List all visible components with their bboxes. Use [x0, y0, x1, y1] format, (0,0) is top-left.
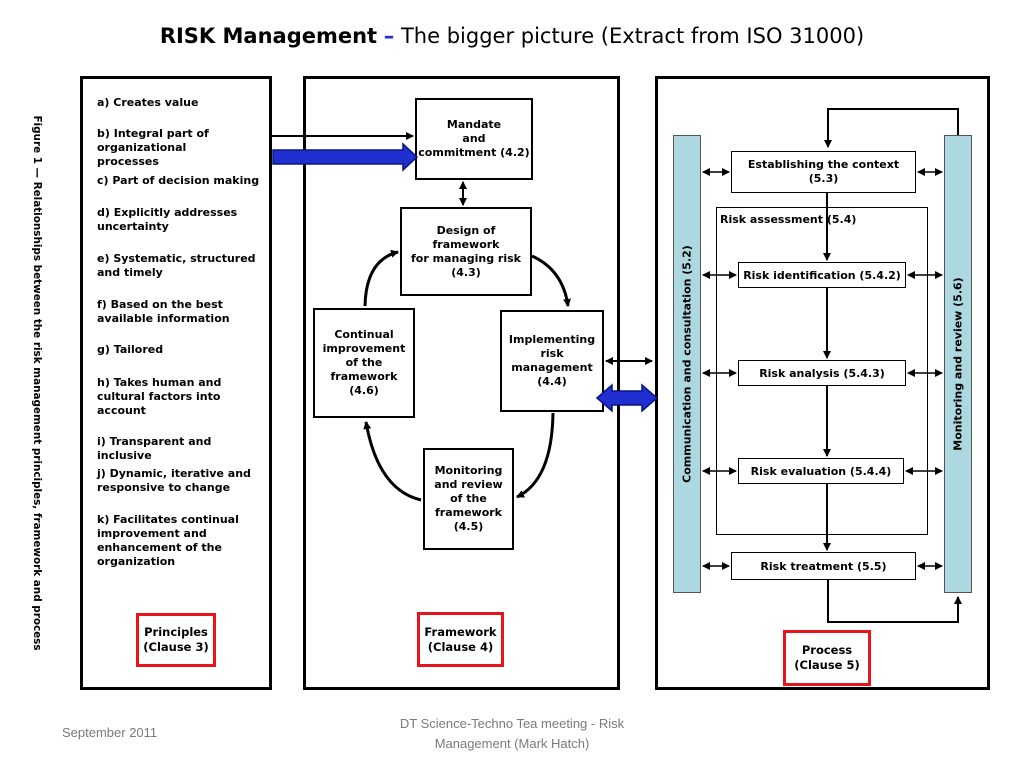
principle-item: f) Based on the best available informati… [97, 298, 230, 325]
establishing-context-box: Establishing the context (5.3) [731, 151, 916, 193]
risk-analysis-box: Risk analysis (5.4.3) [738, 360, 906, 386]
principle-item: b) Integral part of organizational proce… [97, 127, 209, 168]
principle-item: a) Creates value [97, 96, 199, 109]
design-box: Design of framework for managing risk (4… [400, 207, 532, 296]
risk-identification-box: Risk identification (5.4.2) [738, 262, 906, 288]
principle-item: i) Transparent and inclusive [97, 435, 212, 462]
implementing-box: Implementing risk management (4.4) [500, 310, 604, 412]
footer-date: September 2011 [62, 725, 158, 740]
monitoring-review-bar: Monitoring and review (5.6) [944, 135, 972, 593]
principle-item: e) Systematic, structured and timely [97, 252, 256, 279]
principles-label: Principles (Clause 3) [136, 613, 216, 667]
title-dash: – [383, 24, 395, 48]
risk-evaluation-box: Risk evaluation (5.4.4) [738, 458, 904, 484]
risk-assessment-label: Risk assessment (5.4) [720, 213, 857, 226]
principles-panel [80, 76, 272, 690]
principle-item: j) Dynamic, iterative and responsive to … [97, 467, 251, 494]
title-bold: RISK Management [159, 24, 378, 48]
mandate-box: Mandate and commitment (4.2) [415, 98, 533, 180]
communication-consultation-label: Communication and consultation (5.2) [680, 245, 694, 483]
communication-consultation-bar: Communication and consultation (5.2) [673, 135, 701, 593]
monitoring-framework-box: Monitoring and review of the framework (… [423, 448, 514, 550]
principle-item: c) Part of decision making [97, 174, 260, 187]
principle-item: h) Takes human and cultural factors into… [97, 376, 222, 417]
risk-treatment-box: Risk treatment (5.5) [731, 552, 916, 580]
slide-title: RISK Management – The bigger picture (Ex… [0, 24, 1024, 48]
figure-caption-text: Figure 1 — Relationships between the ris… [31, 115, 43, 651]
principle-item: g) Tailored [97, 343, 164, 356]
process-label: Process (Clause 5) [783, 630, 871, 686]
footer-event: DT Science-Techno Tea meeting - Risk Man… [399, 716, 625, 751]
title-rest: The bigger picture (Extract from ISO 310… [400, 24, 865, 48]
principle-item: d) Explicitly addresses uncertainty [97, 206, 238, 233]
framework-label: Framework (Clause 4) [417, 612, 504, 667]
principle-item: k) Facilitates continual improvement and… [97, 513, 239, 568]
monitoring-review-label: Monitoring and review (5.6) [951, 277, 965, 451]
continual-improvement-box: Continual improvement of the framework (… [313, 308, 415, 418]
